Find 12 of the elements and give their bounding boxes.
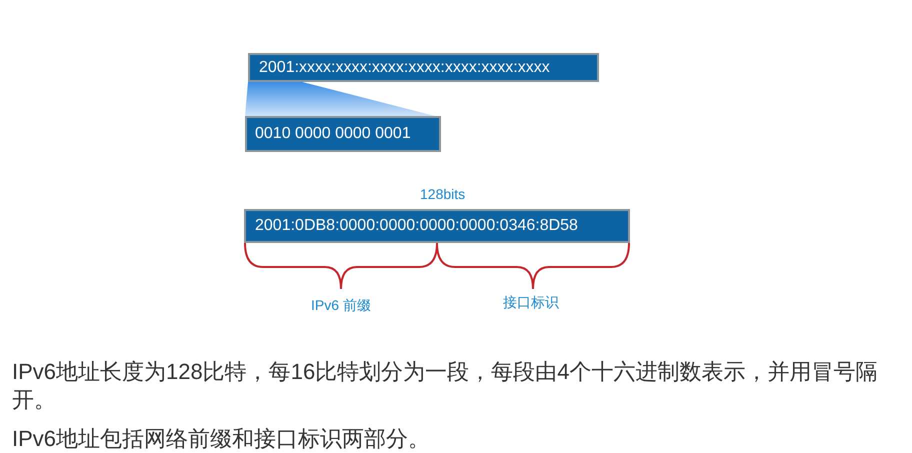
address-text: 2001:0DB8:0000:0000:0000:0000:0346:8D58 xyxy=(255,217,578,235)
bit-length-label: 128bits xyxy=(420,186,466,203)
address-bar xyxy=(244,209,630,243)
address-text: 0010 0000 0000 0001 xyxy=(255,125,411,143)
address-text: 2001:xxxx:xxxx:xxxx:xxxx:xxxx:xxxx:xxxx xyxy=(259,58,550,76)
zoom-connector xyxy=(245,82,435,116)
brace-label: IPv6 前缀 xyxy=(311,297,371,314)
address-bar xyxy=(245,116,441,152)
paragraph: IPv6地址长度为128比特，每16比特划分为一段，每段由4个十六进制数表示，并用冒号隔开。 xyxy=(12,358,878,414)
address-bar xyxy=(248,53,599,82)
paragraph: IPv6地址包括网络前缀和接口标识两部分。 xyxy=(12,427,432,451)
brace-label: 接口标识 xyxy=(503,294,559,311)
